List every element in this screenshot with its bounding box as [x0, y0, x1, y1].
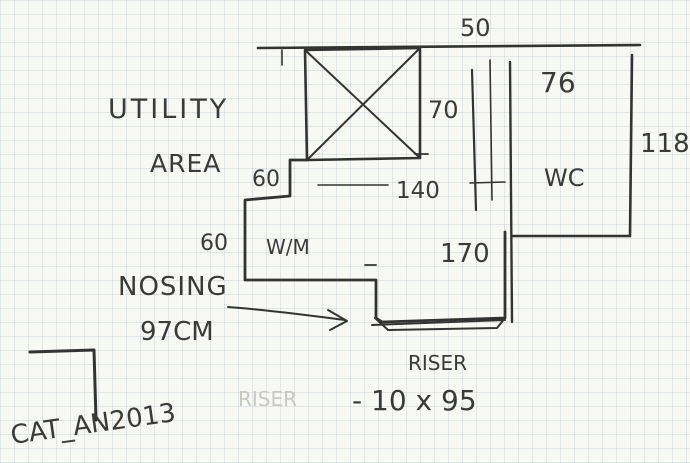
- utility-area-box: [303, 46, 422, 162]
- inner-step-lines: [364, 153, 429, 266]
- riser-value: - 10 x 95: [352, 384, 477, 417]
- wc-label: WC: [544, 164, 585, 192]
- riser-label: RISER: [408, 351, 467, 375]
- dim-76-label: 76: [540, 66, 576, 99]
- wm-label: W/M: [266, 235, 310, 259]
- area-label: AREA: [150, 149, 221, 178]
- dim-60-left-label: 60: [200, 231, 228, 256]
- dim-118-label: 118: [640, 129, 690, 159]
- nosing-arrow-icon: [227, 306, 348, 331]
- nosing-value: 97CM: [140, 317, 214, 347]
- dim-170-label: 170: [440, 239, 490, 269]
- nosing-label: NOSING: [118, 272, 228, 302]
- stair-nosing-lines: [371, 317, 506, 331]
- dim-140-label: 140: [396, 178, 440, 204]
- left-outline: [243, 158, 507, 324]
- landing-lines: [317, 59, 514, 324]
- wc-box: [510, 53, 634, 238]
- dim-60-upper-label: 60: [252, 167, 280, 192]
- riser-faint-label: RISER: [238, 387, 297, 411]
- dim-top-label: 50: [460, 14, 491, 42]
- top-wall-line: [256, 43, 642, 66]
- corner-mark: [28, 348, 98, 422]
- utility-label: UTILITY: [108, 94, 229, 125]
- dim-70-label: 70: [428, 96, 459, 124]
- ref-code-label: CAT_AN2013: [9, 398, 178, 451]
